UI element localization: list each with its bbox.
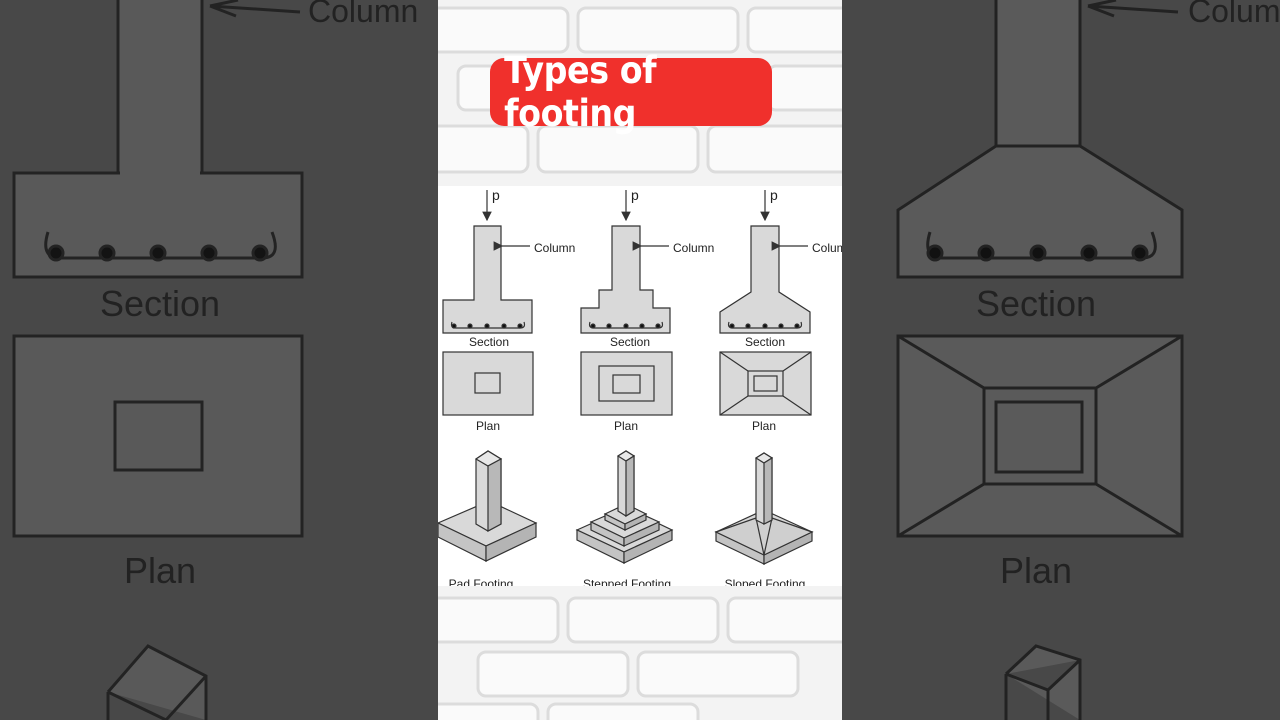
pad-isometric [438, 450, 538, 562]
stepped-section [580, 190, 671, 334]
stepped-plan [580, 351, 673, 416]
section-label-sloped: Section [745, 335, 785, 349]
footing-type-label-pad: Pad Footing [449, 577, 514, 586]
zoom-plan-label-right: Plan [1000, 550, 1072, 591]
zoom-column [116, 0, 204, 175]
stepped-section-shape [580, 225, 671, 334]
plan-label-sloped: Plan [752, 419, 776, 433]
zoom-column-label: Column [308, 0, 418, 29]
main-panel: Types of footing [438, 0, 842, 720]
stepped-isometric [575, 450, 674, 564]
pad-plan [442, 351, 534, 416]
sloped-plan [719, 351, 812, 416]
zoom-column-label-right: Column [1188, 0, 1280, 29]
column-label-sloped: Column [812, 241, 842, 255]
background-zoom-right: Column Section Plan [842, 0, 1280, 720]
load-label-pad: p [492, 187, 500, 203]
zoom-section-label: Section [100, 283, 220, 324]
footing-diagram: p p p Column Column Column Section Secti… [438, 186, 842, 586]
sloped-isometric [714, 452, 814, 565]
plan-label-stepped: Plan [614, 419, 638, 433]
load-label-sloped: p [770, 187, 778, 203]
zoom-sloped-footing [896, 144, 1184, 279]
column-label-stepped: Column [673, 241, 714, 255]
sloped-section-shape [719, 225, 811, 334]
title-text: Types of footing [504, 49, 657, 135]
zoom-plan-label: Plan [124, 550, 196, 591]
background-zoom-left: Column Section Plan [0, 0, 438, 720]
sloped-section [719, 190, 811, 334]
pad-section [442, 190, 533, 334]
section-label-stepped: Section [610, 335, 650, 349]
column-label-pad: Column [534, 241, 575, 255]
section-label-pad: Section [469, 335, 509, 349]
zoom-section-label-right: Section [976, 283, 1096, 324]
plan-label-pad: Plan [476, 419, 500, 433]
title-banner: Types of footing [490, 49, 772, 135]
load-label-stepped: p [631, 187, 639, 203]
pad-section-shape [442, 225, 533, 334]
footing-type-label-sloped: Sloped Footing [725, 577, 806, 586]
footing-type-label-stepped: Stepped Footing [583, 577, 671, 586]
